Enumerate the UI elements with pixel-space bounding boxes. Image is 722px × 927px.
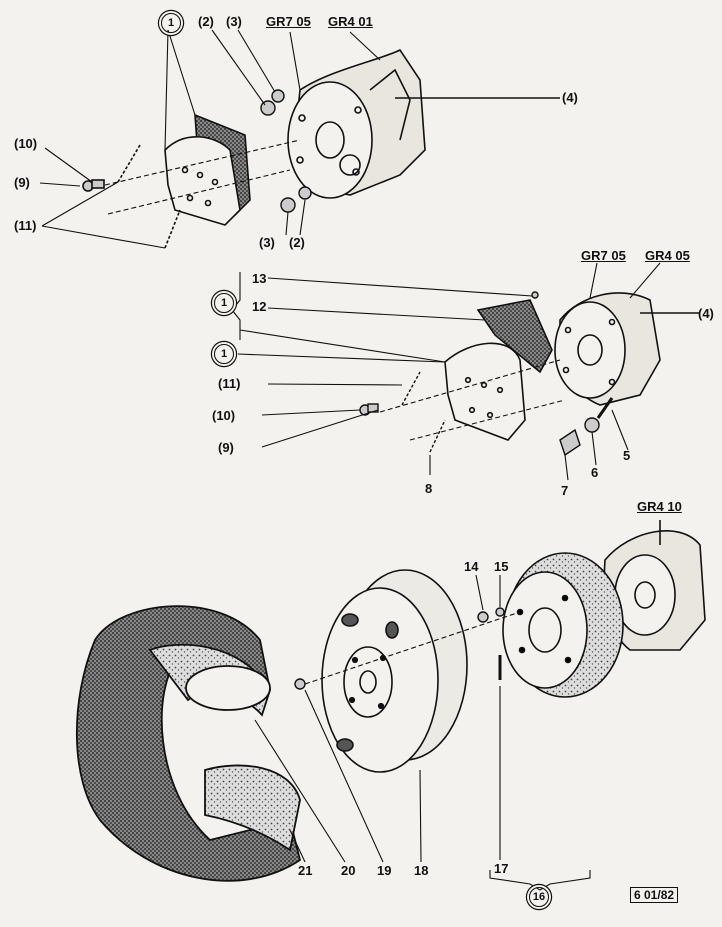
wheel-nut-and-stud: [294, 607, 505, 690]
label-17: 17: [494, 861, 509, 876]
label-10-middle: (10): [212, 408, 236, 423]
label-10-top: (10): [14, 136, 38, 151]
label-12: 12: [252, 299, 267, 314]
label-gr7-05-top: GR7 05: [266, 14, 311, 29]
middle-brake-shoe: [444, 342, 526, 441]
reference-code: 6 01/82: [630, 887, 679, 903]
top-springs: [82, 144, 181, 249]
label-15: 15: [494, 559, 509, 574]
label-21: 21: [298, 863, 313, 878]
wheel-rim: [321, 569, 468, 773]
label-9-middle: (9): [218, 440, 234, 455]
label-4-top: (4): [562, 90, 578, 105]
label-gr4-01: GR4 01: [328, 14, 373, 29]
middle-small-parts: [359, 291, 614, 457]
label-gr4-10: GR4 10: [637, 499, 682, 514]
label-11-top: (11): [14, 218, 37, 233]
label-7: 7: [561, 483, 569, 498]
label-2-top-lower: (2): [289, 235, 305, 250]
label-5: 5: [623, 448, 631, 463]
brake-drum: [498, 552, 624, 698]
label-kit-1-middle-a: 1: [214, 293, 234, 313]
label-18: 18: [414, 863, 429, 878]
label-19: 19: [377, 863, 392, 878]
label-2-top: (2): [198, 14, 214, 29]
label-3-top: (3): [226, 14, 242, 29]
label-20: 20: [341, 863, 356, 878]
tyre-and-tube: [75, 605, 302, 882]
middle-backing-plate: [554, 292, 700, 406]
label-6: 6: [591, 465, 599, 480]
top-brake-shoe: [164, 136, 241, 226]
top-leader-lines: [39, 29, 381, 249]
label-13: 13: [252, 271, 267, 286]
top-backing-plate: [287, 48, 560, 199]
label-gr7-05-middle: GR7 05: [581, 248, 626, 263]
middle-leader-lines: [231, 262, 661, 481]
label-3-top-lower: (3): [259, 235, 275, 250]
label-14: 14: [464, 559, 479, 574]
label-kit-1-middle-b: 1: [214, 344, 234, 364]
label-9-top: (9): [14, 175, 30, 190]
hub-plate: [603, 520, 706, 651]
label-gr4-05: GR4 05: [645, 248, 690, 263]
label-kit-1-top: 1: [161, 13, 181, 33]
bottom-leader-lines: [254, 574, 591, 891]
label-kit-16: 16: [529, 887, 549, 907]
label-11-middle: (11): [218, 376, 241, 391]
top-small-parts: [260, 89, 312, 213]
label-4-middle: (4): [698, 306, 714, 321]
middle-brake-lining: [476, 299, 553, 374]
label-8: 8: [425, 481, 433, 496]
